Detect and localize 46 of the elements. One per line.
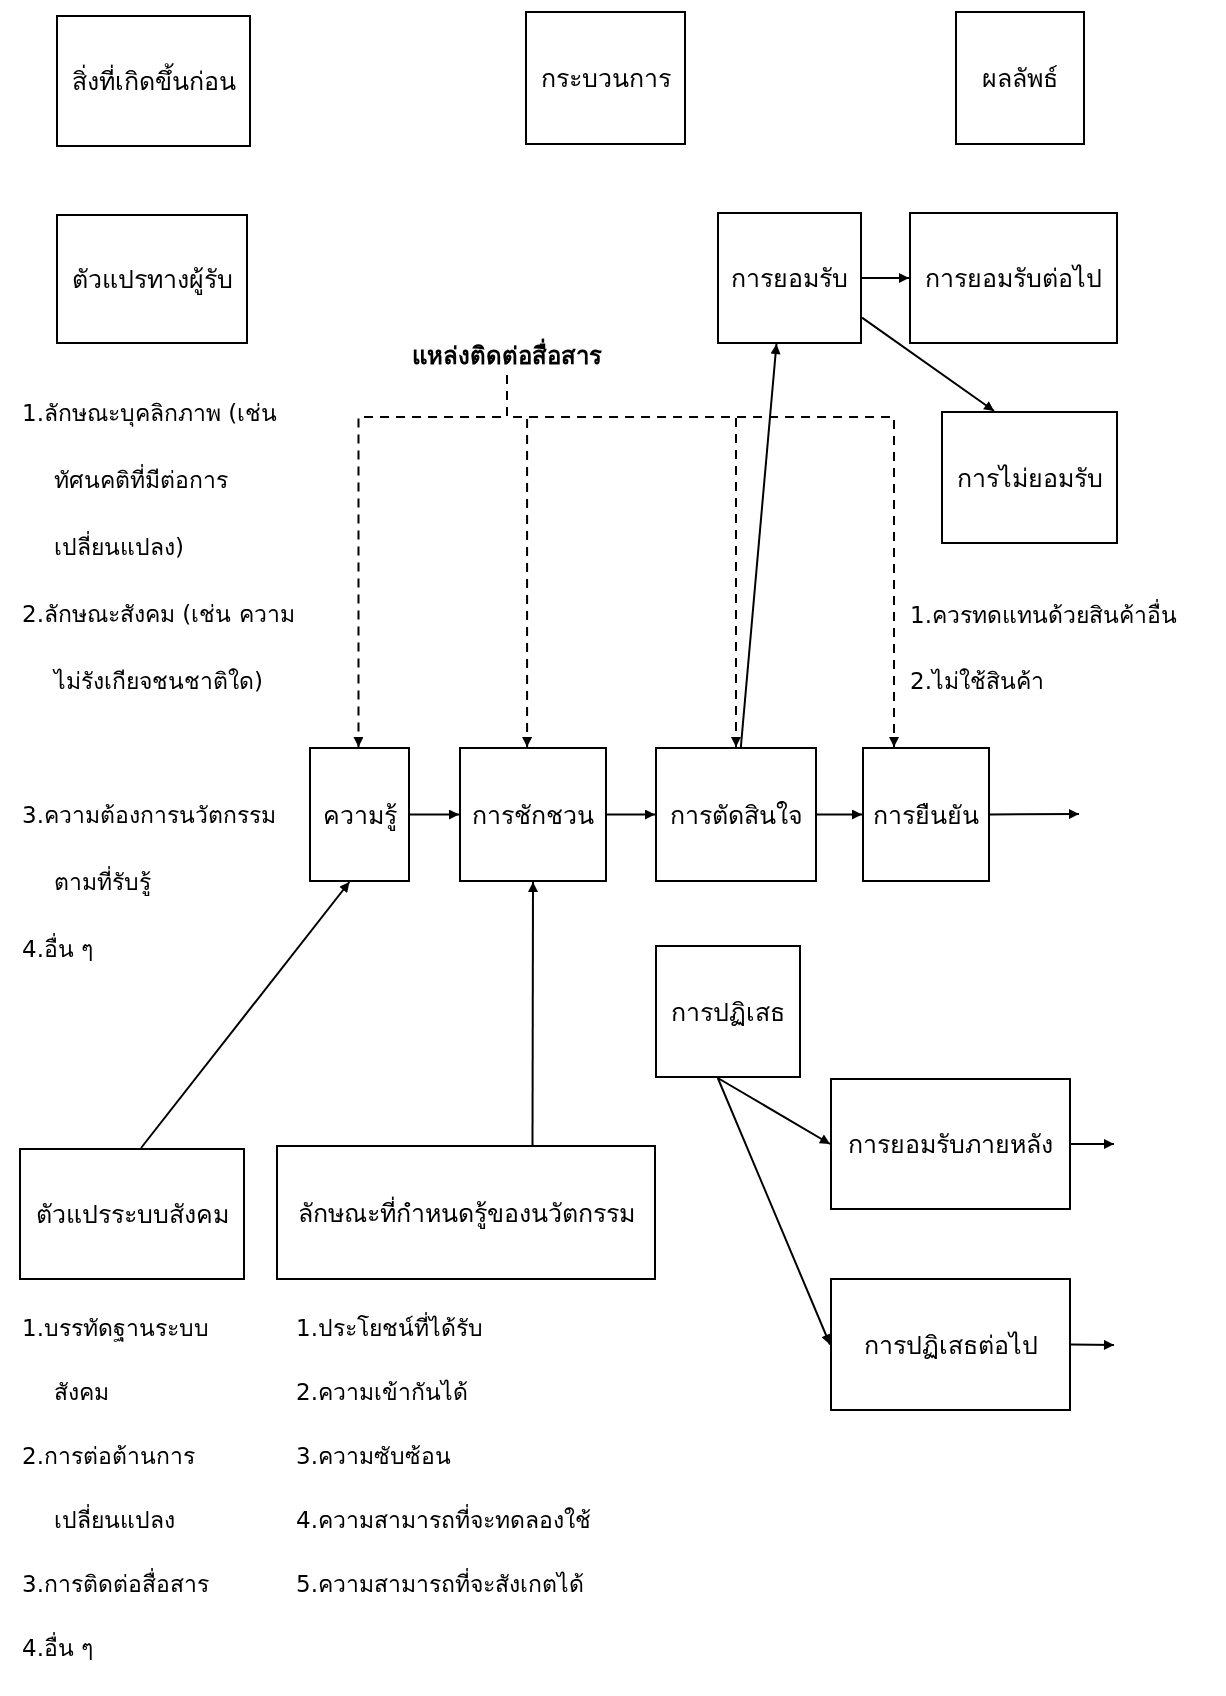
process-box: ความรู้ [309,747,410,882]
process-box: การไม่ยอมรับ [941,411,1118,544]
list-item: 5.ความสามารถที่จะสังเกตได้ [296,1552,696,1616]
arrow [409,809,460,820]
arrow [1070,1139,1115,1149]
arrow [606,809,656,820]
dashed-arrow [506,374,899,748]
arrow [861,316,996,412]
process-box: การชักชวน [459,747,607,882]
arrow [716,1077,831,1145]
list-item: 3.การติดต่อสื่อสาร [22,1552,276,1616]
process-box: ลักษณะที่กำหนดรู้ของนวัตกรรม [276,1145,656,1280]
arrow [528,881,538,1146]
process-box: การปฏิเสธ [655,945,801,1078]
process-box: การยอมรับภายหลัง [830,1078,1071,1210]
arrow [989,809,1080,820]
list-item: 3.ความต้องการนวัตกรรมตามที่รับรู้ [22,801,277,898]
list-item: 2.ไม่ใช้สินค้า [910,667,1045,696]
process-box: การยอมรับ [717,212,862,344]
source-text: แหล่งติดต่อสื่อสาร [412,336,602,375]
arrow [1070,1339,1115,1350]
list-item: 1.บรรทัดฐานระบบสังคม [22,1314,210,1407]
arrow [739,343,781,748]
process-box: การปฏิเสธต่อไป [830,1278,1071,1411]
list-item: 3.ความซับซ้อน [296,1442,452,1471]
arrow [816,809,863,820]
process-box: กระบวนการ [525,11,686,145]
process-box: การยอมรับต่อไป [909,212,1118,344]
process-box: ตัวแปรระบบสังคม [19,1148,245,1280]
arrow [716,1077,831,1346]
list-item: 4.ความสามารถที่จะทดลองใช้ [296,1488,696,1552]
list-item: 1.ลักษณะบุคลิกภาพ (เช่น ทัศนคติที่มีต่อการเปลี่ยนแปลง) [22,399,279,562]
process-box: ตัวแปรทางผู้รับ [56,214,248,344]
list-item: 2.ลักษณะสังคม (เช่น ความไม่รังเกียจชนชาติใด) [22,600,296,696]
process-box: การยืนยัน [862,747,990,882]
process-box: การตัดสินใจ [655,747,817,882]
list-item: 1.ควรทดแทนด้วยสินค้าอื่น [910,582,1220,649]
arrow [861,273,910,283]
list-item: 1.ประโยชน์ที่ได้รับ [296,1296,696,1360]
list-item: 2.การต่อต้านการเปลี่ยนแปลง [22,1442,196,1535]
list-item: 2.ความเข้ากันได้ [296,1378,469,1407]
list-item: 4.อื่น ๆ [22,916,309,983]
process-box: ผลลัพธ์ [955,11,1085,145]
arrow [140,881,351,1149]
process-box: สิ่งที่เกิดขึ้นก่อน [56,15,251,147]
list-item: 4.อื่น ๆ [22,1616,276,1680]
